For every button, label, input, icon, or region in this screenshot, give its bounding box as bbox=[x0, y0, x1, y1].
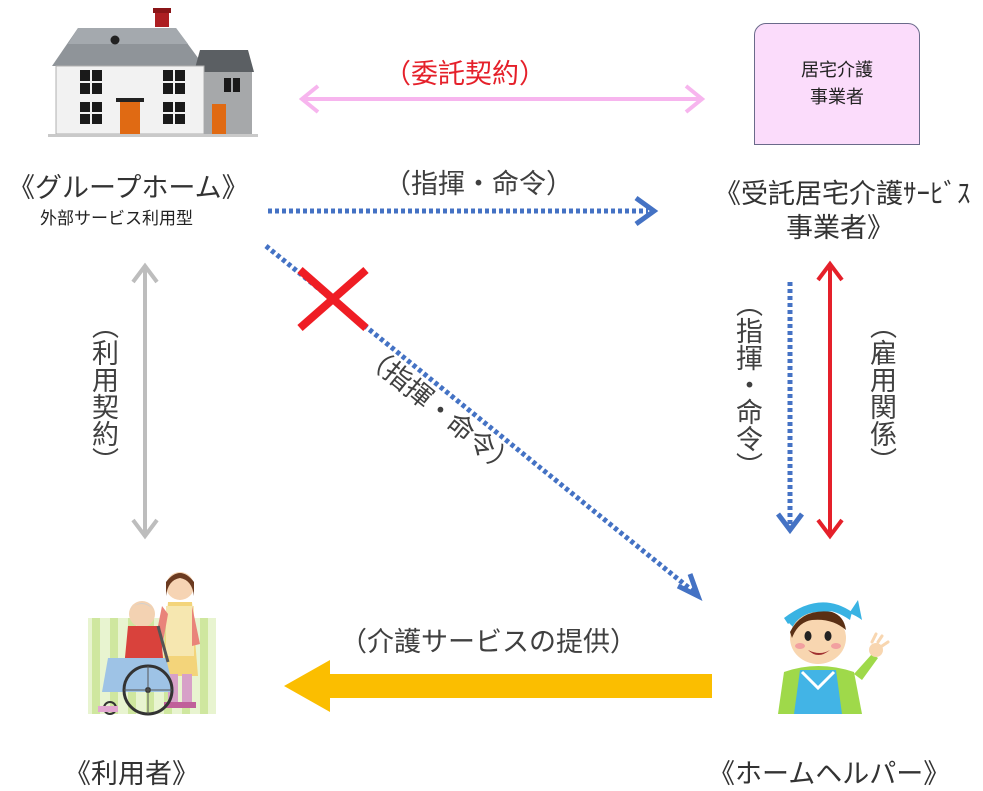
care-service-label: （介護サービスの提供） bbox=[340, 627, 637, 658]
contractor-title-line1: 《受託居宅介護ｻｰﾋﾞｽ bbox=[714, 179, 971, 210]
elderly-user-wheelchair-icon bbox=[88, 572, 216, 716]
group-home-house-icon bbox=[48, 8, 258, 137]
care-service-arrow bbox=[284, 660, 712, 712]
command-vertical-label: （指揮・命令） bbox=[731, 290, 762, 479]
use-contract-label: （利用契約） bbox=[87, 312, 118, 474]
home-helper-icon bbox=[778, 600, 890, 714]
consignment-contract-label: （委託契約） bbox=[384, 59, 546, 90]
prohibited-x-mark bbox=[297, 266, 369, 332]
command-vertical-arrow bbox=[776, 282, 804, 535]
user-title: 《利用者》 bbox=[64, 759, 199, 790]
consignment-contract-arrow bbox=[298, 84, 706, 114]
command-top-label: （指揮・命令） bbox=[384, 169, 573, 200]
home-care-provider-box: 居宅介護 事業者 bbox=[754, 23, 920, 145]
helper-title: 《ホームヘルパー》 bbox=[708, 759, 951, 790]
group-home-subtitle: 外部サービス利用型 bbox=[40, 209, 193, 229]
group-home-title: 《グループホーム》 bbox=[8, 173, 249, 204]
use-contract-arrow bbox=[131, 262, 159, 540]
provider-box-line1: 居宅介護 bbox=[801, 60, 873, 81]
command-top-arrow bbox=[268, 195, 659, 227]
contractor-title-line2: 事業者》 bbox=[786, 213, 894, 244]
employment-arrow bbox=[816, 260, 844, 540]
provider-box-line2: 事業者 bbox=[810, 87, 864, 108]
employment-label: （雇用関係） bbox=[865, 312, 896, 474]
